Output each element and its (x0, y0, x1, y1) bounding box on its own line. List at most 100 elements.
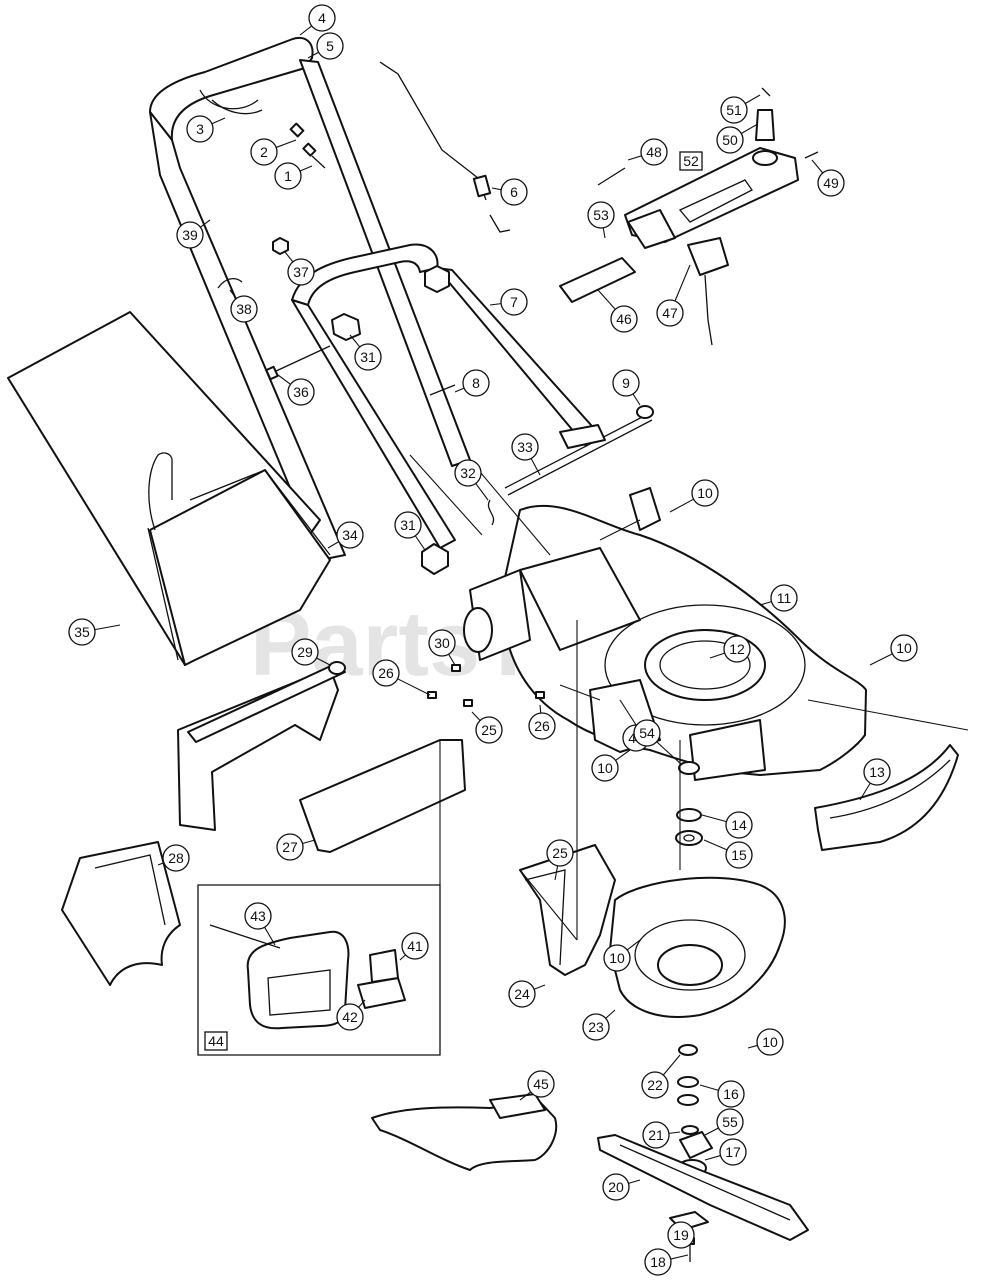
callout-circle (770, 584, 798, 612)
handle-knobs (272, 237, 450, 575)
callout-number: 33 (517, 439, 533, 455)
callout-leader (358, 999, 366, 1008)
rear-door (177, 661, 346, 831)
callout-number: 24 (514, 986, 530, 1002)
callout-circle (817, 169, 845, 197)
callout-number: 2 (260, 144, 268, 160)
callout-number: 35 (74, 624, 90, 640)
callout-leader (299, 25, 313, 36)
callout-circle (640, 138, 668, 166)
callout-leader (669, 498, 694, 513)
fasteners (217, 277, 456, 396)
callout-number: 28 (168, 850, 184, 866)
callout-number: 30 (434, 635, 450, 651)
callout-number: 42 (342, 1009, 358, 1025)
callout-3: 3 (186, 115, 226, 143)
callout-circle (394, 511, 422, 539)
callout-24: 24 (508, 980, 546, 1008)
callout-number: 3 (196, 121, 204, 137)
callout-10: 10 (869, 634, 918, 666)
callout-leader (662, 1054, 681, 1076)
callout-circle (336, 1003, 364, 1031)
callout-47: 47 (656, 264, 691, 327)
callout-50: 50 (716, 124, 757, 154)
callout-8: 8 (454, 369, 490, 397)
callout-53: 53 (587, 201, 615, 239)
callout-circle (717, 1080, 745, 1108)
callout-46: 46 (597, 289, 638, 333)
callout-10: 10 (591, 749, 631, 782)
callout-number: 22 (647, 1077, 663, 1093)
callout-16: 16 (699, 1080, 745, 1108)
callout-39: 39 (176, 219, 211, 249)
callout-number: 45 (533, 1076, 549, 1092)
callout-number: 48 (646, 144, 662, 160)
callout-33: 33 (511, 433, 541, 476)
callout-number: 43 (250, 908, 266, 924)
callout-leader (628, 1179, 641, 1184)
callout-12: 12 (709, 635, 751, 663)
callout-number: 13 (869, 764, 885, 780)
callout-circle (528, 712, 556, 740)
callout-number: 41 (407, 938, 423, 954)
callout-29: 29 (291, 638, 331, 666)
callout-circle (667, 1221, 695, 1249)
callout-leader (740, 124, 757, 134)
callout-25: 25 (471, 711, 503, 744)
callout-27: 27 (276, 833, 316, 861)
callout-number: 16 (723, 1086, 739, 1102)
callout-leader (703, 839, 728, 851)
callout-19: 19 (667, 1221, 695, 1249)
callout-leader (744, 94, 761, 104)
callout-number: 17 (725, 1144, 741, 1160)
callout-number: 10 (896, 640, 912, 656)
callout-number: 47 (662, 305, 678, 321)
callout-number: 6 (510, 184, 518, 200)
callout-10: 10 (603, 939, 641, 972)
callout-30: 30 (428, 629, 456, 666)
callout-41: 41 (399, 932, 429, 961)
callout-leader (656, 741, 683, 766)
callout-circle (454, 459, 482, 487)
mower-deck (499, 504, 867, 781)
callout-48: 48 (627, 138, 668, 166)
callout-number: 12 (729, 641, 745, 657)
callout-leader (327, 541, 340, 549)
callout-circle (475, 716, 503, 744)
callout-leader (399, 954, 406, 961)
callout-leader (299, 165, 313, 172)
callout-35: 35 (68, 618, 121, 646)
callout-leader (811, 159, 824, 174)
callout-number: 55 (722, 1114, 738, 1130)
callout-circle (508, 980, 536, 1008)
callout-10: 10 (747, 1028, 784, 1056)
callout-number: 34 (342, 527, 358, 543)
callout-leader (349, 334, 361, 348)
callout-number: 10 (697, 485, 713, 501)
callout-leader (699, 1084, 719, 1091)
callout-37: 37 (284, 251, 315, 286)
callout-17: 17 (704, 1138, 747, 1166)
callout-number: 39 (182, 227, 198, 243)
charger (687, 237, 729, 346)
callout-circle (716, 126, 744, 154)
callout-leader (414, 535, 426, 551)
callout-31: 31 (349, 334, 382, 371)
callout-43: 43 (244, 902, 276, 946)
callout-circle (691, 479, 719, 507)
callout-leader (448, 653, 456, 666)
callout-number: 51 (726, 102, 742, 118)
callout-circle (756, 1028, 784, 1056)
callout-leader (670, 1254, 689, 1260)
callout-number: 32 (460, 465, 476, 481)
callout-circle (287, 258, 315, 286)
callout-leader (554, 865, 559, 881)
callout-36: 36 (277, 374, 315, 406)
callout-number: 8 (472, 375, 480, 391)
callout-number: 25 (481, 722, 497, 738)
lower-housing (519, 844, 786, 1019)
callout-10: 10 (669, 479, 719, 513)
callout-circle (720, 96, 748, 124)
